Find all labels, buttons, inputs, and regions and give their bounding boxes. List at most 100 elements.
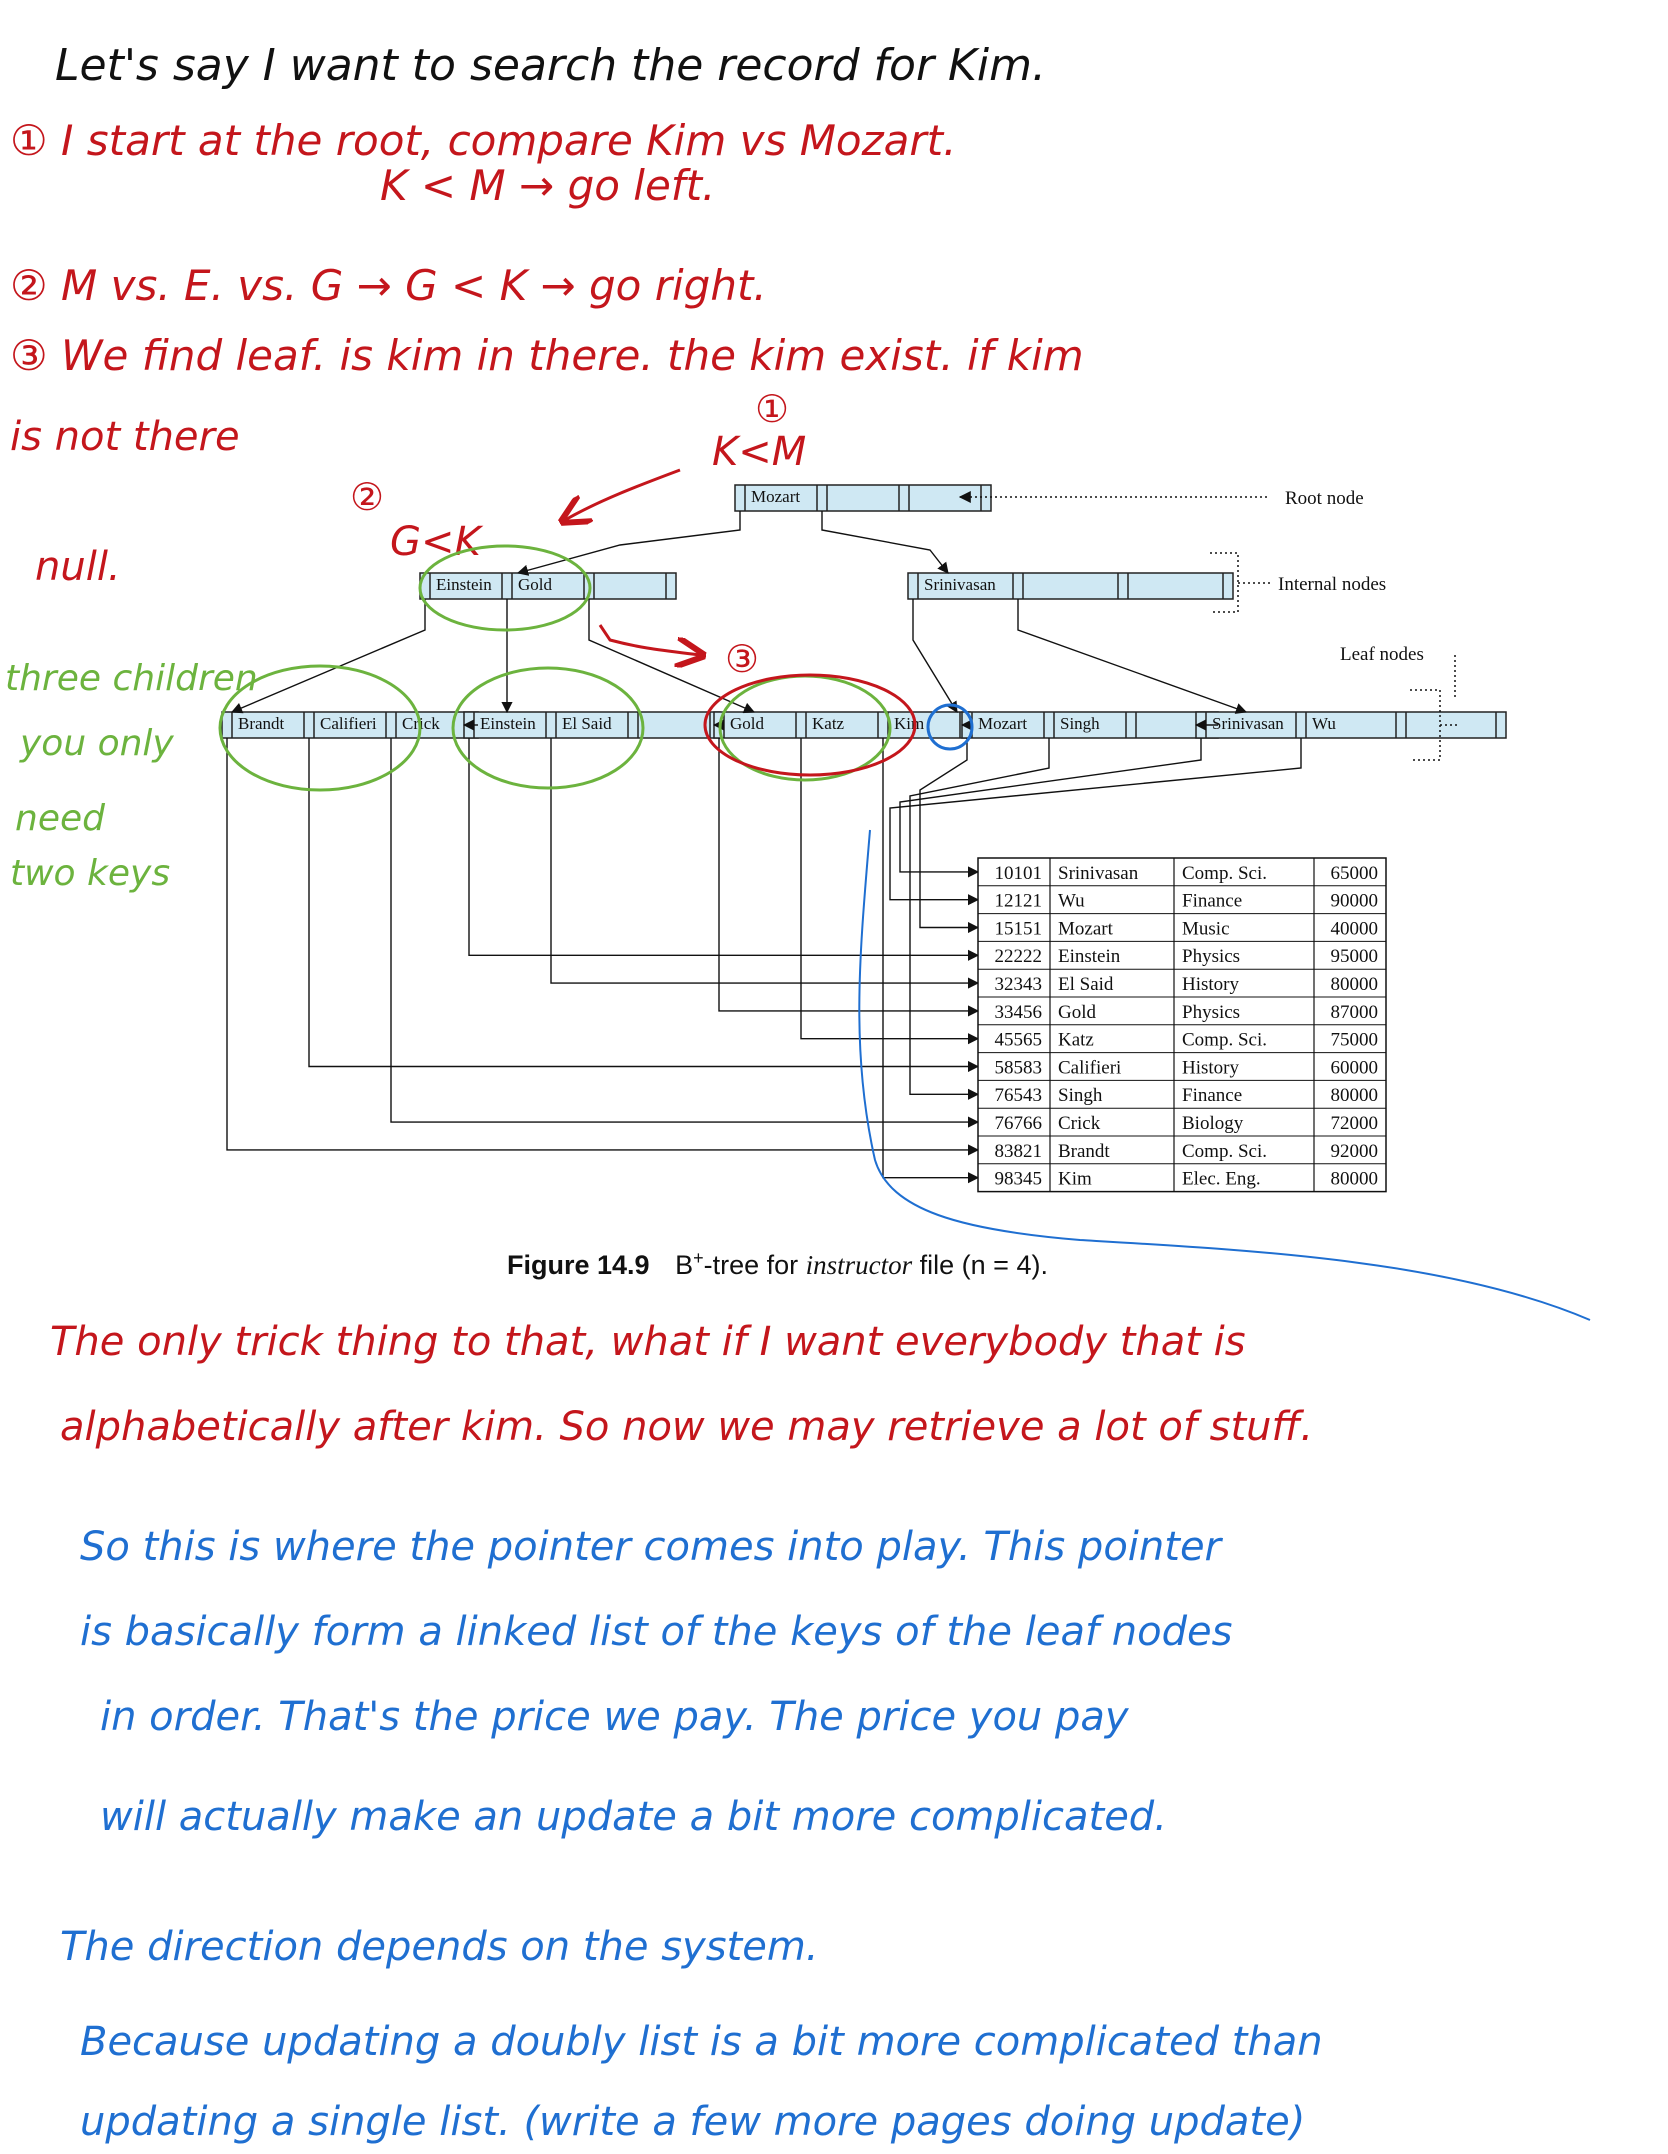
leaf-node-4-box	[961, 711, 1219, 739]
root-node-label: Root node	[1285, 488, 1364, 509]
internal-node-right-key: Srinivasan	[924, 575, 996, 594]
caption-bold: Figure 14.9	[507, 1250, 650, 1280]
table-cell: Srinivasan	[1058, 863, 1139, 884]
table-cell: Physics	[1182, 1002, 1240, 1023]
note-step1-line2: K < M → go left.	[380, 161, 715, 210]
blue-para-line8: updating a single list. (write a few mor…	[80, 2099, 1305, 2145]
caption-post: file (n = 4).	[912, 1250, 1048, 1280]
green-note-line4: two keys	[10, 853, 170, 894]
edge-inL-leaf3	[588, 599, 756, 714]
red-circle-kim-leaf	[703, 673, 917, 777]
marker-3: ③	[725, 637, 759, 681]
edge-leaf-record-Srinivasan	[899, 738, 1202, 878]
table-cell: Gold	[1058, 1002, 1097, 1023]
green-note-line1: three children	[5, 658, 258, 699]
table-cell: 10101	[995, 863, 1043, 884]
table-cell: 98345	[995, 1169, 1043, 1190]
leaf-node-5-key: Wu	[1312, 714, 1336, 733]
note-step3-line1: ③ We find leaf. is kim in there. the kim…	[10, 331, 1084, 380]
table-cell: 92000	[1331, 1141, 1379, 1162]
table-cell: 40000	[1331, 918, 1379, 939]
red-para-line2: alphabetically after kim. So now we may …	[60, 1404, 1313, 1450]
table-cell: 80000	[1331, 974, 1379, 995]
table-cell: Einstein	[1058, 946, 1121, 967]
table-cell: Comp. Sci.	[1182, 1030, 1267, 1051]
blue-para-line2: is basically form a linked list of the k…	[80, 1609, 1232, 1655]
leaf-node-3-key: Gold	[730, 714, 765, 733]
edge-leaf-record-Singh	[909, 738, 1050, 1100]
leaf-node-4-key: Singh	[1060, 714, 1100, 733]
blue-para-line6: The direction depends on the system.	[60, 1924, 819, 1970]
table-cell: 83821	[995, 1141, 1043, 1162]
internal-node-left-key: Einstein	[436, 575, 492, 594]
table-cell: 33456	[995, 1002, 1043, 1023]
table-cell: Katz	[1058, 1030, 1094, 1051]
leaf-label-brace	[1410, 655, 1460, 761]
table-cell: Comp. Sci.	[1182, 1141, 1267, 1162]
table-cell: 75000	[1331, 1030, 1379, 1051]
table-cell: 22222	[995, 946, 1043, 967]
leaf-node-3-key: Kim	[894, 714, 924, 733]
table-cell: 58583	[995, 1057, 1043, 1078]
table-cell: Crick	[1058, 1113, 1101, 1134]
table-cell: 76766	[995, 1113, 1043, 1134]
edge-root-right	[821, 511, 949, 574]
table-cell: Biology	[1182, 1113, 1244, 1134]
internal-node-left-box	[419, 572, 677, 600]
internal-node-left: Einstein Gold	[419, 572, 677, 600]
leaf-node-3-key: Katz	[812, 714, 845, 733]
table-cell: 60000	[1331, 1057, 1379, 1078]
table-cell: Comp. Sci.	[1182, 863, 1267, 884]
leaf-node-1-box	[221, 711, 479, 739]
red-arrow-internal-to-leaf	[598, 624, 700, 655]
table-cell: 15151	[995, 918, 1043, 939]
table-cell: Music	[1182, 918, 1230, 939]
edge-inL-leaf1	[230, 599, 426, 714]
leaf-node-5: Srinivasan Wu	[1195, 711, 1507, 739]
red-para-line1: The only trick thing to that, what if I …	[50, 1319, 1246, 1365]
blue-sketch-curve	[858, 829, 1591, 1321]
leaf-nodes-label: Leaf nodes	[1340, 644, 1424, 665]
internal-node-left-key: Gold	[518, 575, 553, 594]
edge-leaf-record-Wu	[889, 738, 1302, 906]
table-cell: Finance	[1182, 891, 1242, 912]
root-node-box	[734, 484, 992, 512]
green-note-line3: need	[15, 798, 106, 839]
table-cell: Brandt	[1058, 1141, 1110, 1162]
note-step3-line3: null.	[35, 544, 121, 590]
table-cell: Mozart	[1058, 918, 1114, 939]
edge-leaf-record-Katz	[800, 738, 980, 1045]
table-cell: History	[1182, 1057, 1240, 1078]
leaf-node-2-key: El Said	[562, 714, 612, 733]
blue-para-line1: So this is where the pointer comes into …	[80, 1524, 1224, 1570]
blue-circle-leaf-pointer	[926, 703, 974, 751]
caption-sup: +	[693, 1248, 704, 1268]
red-arrow-root-to-internal	[565, 468, 681, 520]
green-circle-leaf2	[451, 666, 645, 790]
marker-2: ②	[350, 475, 384, 519]
table-cell: El Said	[1058, 974, 1114, 995]
internal-nodes-label: Internal nodes	[1278, 574, 1386, 595]
blue-para-line7: Because updating a doubly list is a bit …	[80, 2019, 1323, 2065]
note-intro: Let's say I want to search the record fo…	[55, 40, 1046, 91]
table-cell: 87000	[1331, 1002, 1379, 1023]
table-cell: Elec. Eng.	[1182, 1169, 1261, 1190]
internal-node-right: Srinivasan	[907, 572, 1234, 600]
edge-leaf-record-Gold	[718, 738, 980, 1017]
edge-leaf-record-Brandt	[226, 738, 980, 1156]
table-cell: 76543	[995, 1085, 1043, 1106]
table-cell: 12121	[995, 891, 1043, 912]
leaf-node-5-key: Srinivasan	[1212, 714, 1284, 733]
caption-mid: -tree for	[704, 1250, 806, 1280]
table-cell: History	[1182, 974, 1240, 995]
table-cell: 65000	[1331, 863, 1379, 884]
table-cell: 32343	[995, 974, 1043, 995]
internal-node-right-box	[907, 572, 1234, 600]
green-circle-leaf1	[218, 664, 422, 792]
note-step2: ② M vs. E. vs. G → G < K → go right.	[10, 261, 767, 310]
